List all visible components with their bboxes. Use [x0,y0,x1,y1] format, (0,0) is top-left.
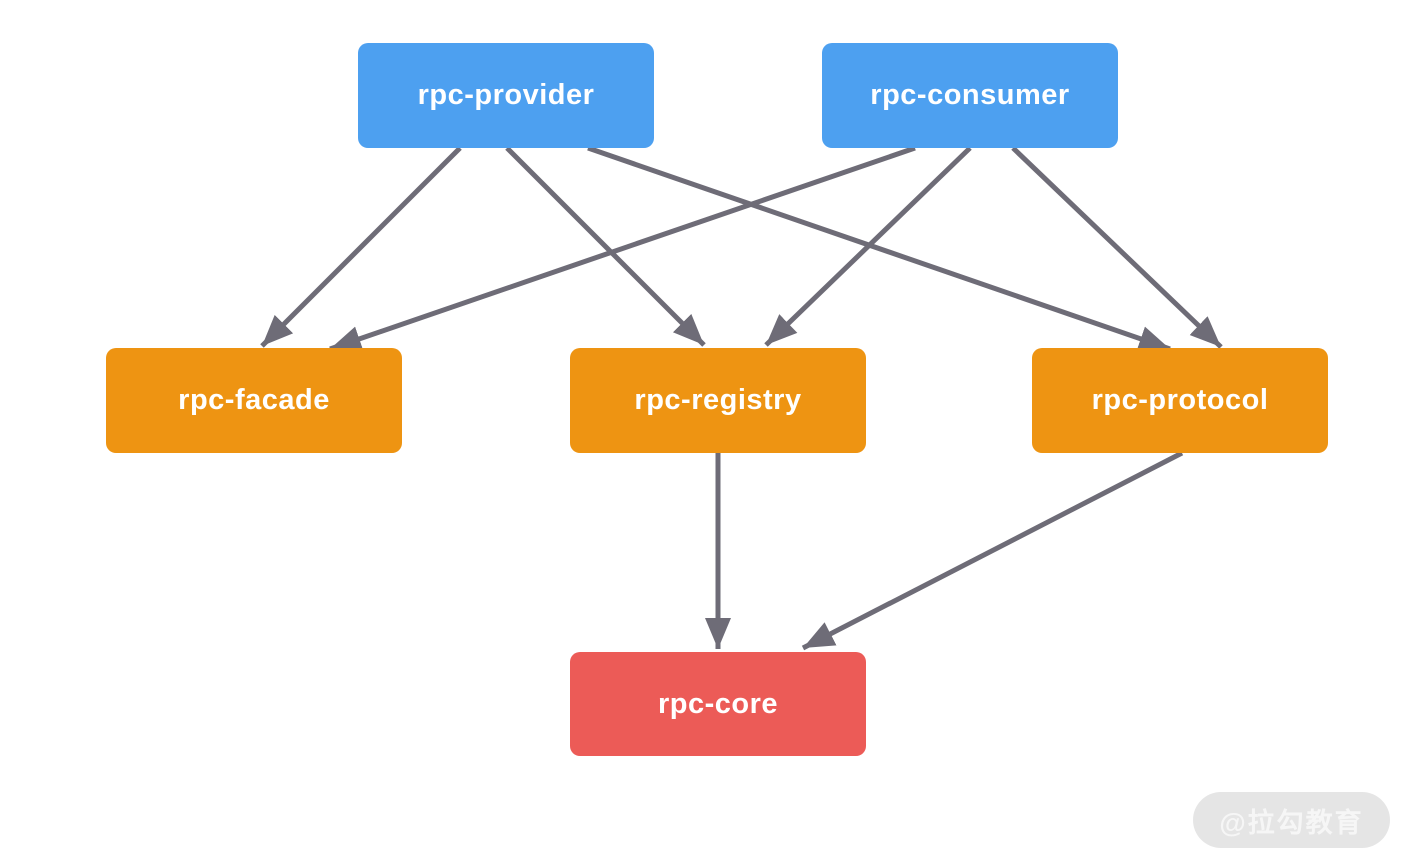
node-label-rpc-facade: rpc-facade [178,384,330,416]
edge-rpc-consumer-to-rpc-facade [329,145,916,352]
edge-rpc-provider-to-rpc-facade [260,146,462,348]
node-label-rpc-provider: rpc-provider [417,79,595,111]
edge-rpc-consumer-to-rpc-registry [764,146,972,347]
watermark-text: @拉勾教育 [1219,807,1364,838]
node-label-rpc-consumer: rpc-consumer [870,79,1070,111]
edge-rpc-protocol-to-rpc-core [801,450,1184,651]
edge-rpc-consumer-to-rpc-protocol [1011,146,1223,349]
node-rpc-provider: rpc-provider [358,43,654,148]
node-rpc-core: rpc-core [570,652,866,756]
node-label-rpc-core: rpc-core [657,687,779,720]
node-label-rpc-registry: rpc-registry [634,384,802,416]
edge-rpc-provider-to-rpc-protocol [587,145,1171,352]
node-rpc-consumer: rpc-consumer [822,43,1118,148]
node-rpc-protocol: rpc-protocol [1032,348,1328,453]
node-label-rpc-protocol: rpc-protocol [1091,384,1269,416]
node-rpc-registry: rpc-registry [570,348,866,453]
edge-rpc-provider-to-rpc-registry [505,146,706,347]
node-rpc-facade: rpc-facade [106,348,402,453]
watermark-badge: @拉勾教育 [1193,792,1390,848]
